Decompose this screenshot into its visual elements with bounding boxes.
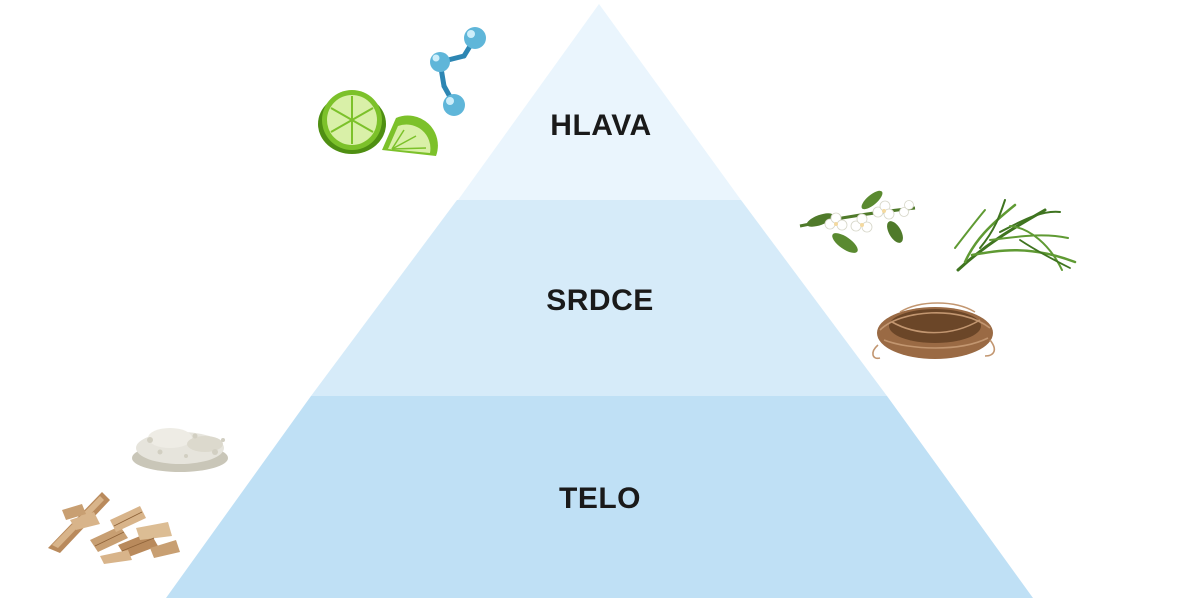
tier-label-telo: TELO <box>559 482 641 515</box>
musk-powder-icon <box>132 428 228 472</box>
lime-icon <box>318 90 438 156</box>
pyramid-tier-bottom <box>166 396 1033 598</box>
pyramid-tier-middle <box>311 200 887 396</box>
vetiver-root-icon <box>872 302 996 360</box>
pyramid-tier-top <box>458 4 741 200</box>
jasmine-icon <box>799 190 916 253</box>
tier-label-hlava: HLAVA <box>550 109 651 142</box>
seaweed-icon <box>954 199 1077 272</box>
sandalwood-chips-icon <box>48 492 180 564</box>
molecule-icon <box>430 27 486 116</box>
tier-label-srdce: SRDCE <box>546 284 654 317</box>
pyramid <box>166 4 1033 598</box>
